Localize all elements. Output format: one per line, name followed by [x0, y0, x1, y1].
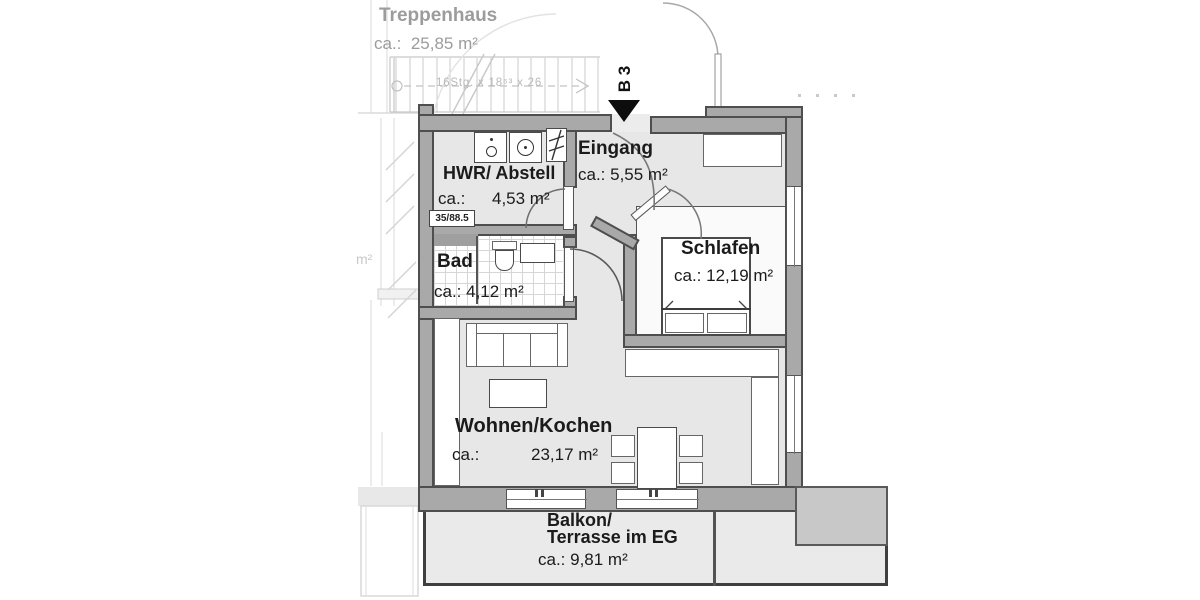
kitchen-counter-left: [434, 318, 460, 486]
unit-marker-label: B 3: [615, 65, 634, 93]
stair-dimension-note: 16Stg. x 18⁶³ x 26: [436, 77, 543, 89]
wall-top-left: [418, 114, 612, 132]
wall-top-right-step: [705, 106, 803, 118]
stair-break-lines: [451, 53, 496, 115]
door-leaf-hwr: [563, 186, 574, 230]
area-value-wohnen: 23,17 m²: [531, 445, 599, 464]
dryer-drum: [517, 139, 534, 156]
wall-bad-bottom: [418, 306, 577, 320]
balcony-divider: [713, 508, 716, 586]
bed-pillow-right: [707, 313, 747, 333]
area-label-bad: ca.: 4,12 m²: [434, 282, 524, 301]
entrance-triangle-marker: [608, 100, 640, 122]
kitchen-counter-top: [625, 349, 779, 377]
stair-arrow: [575, 78, 590, 94]
chair-left-2: [611, 462, 635, 484]
hwr-door-arc: [525, 188, 566, 229]
room-label-schlafen: Schlafen: [681, 238, 761, 259]
room-label-balkon-line1: Balkon/: [547, 510, 613, 530]
shower-partition-band: [434, 234, 478, 246]
dining-table: [637, 427, 677, 489]
area-label-eingang: ca.: 5,55 m²: [578, 165, 668, 184]
neighbor-area-fragment: m²: [356, 251, 373, 267]
coffee-table: [489, 379, 547, 408]
neighbor-wall-block: [795, 486, 888, 546]
toilet-icon: [495, 250, 514, 271]
sink-icon: [520, 243, 555, 263]
bed-footline: [661, 308, 751, 310]
area-label-balkon: ca.: 9,81 m²: [538, 550, 628, 569]
window-bottom-2-tick-b: [655, 489, 658, 497]
wardrobe: [703, 134, 782, 167]
door-size-label: 35/88.5: [429, 210, 475, 227]
neighbor-window-bottom: [360, 505, 419, 597]
window-bottom-1-mullion: [507, 499, 587, 500]
window-bottom-2-tick-a: [649, 489, 652, 497]
stair-start-circle: [391, 80, 403, 92]
washing-machine-drum: [486, 146, 497, 157]
chair-right-1: [679, 435, 703, 457]
neighbor-window-mullions: [365, 506, 414, 596]
window-living-right: [786, 375, 802, 454]
stairwell-faint-arc: [433, 13, 557, 113]
bedroom-door-arc: [667, 188, 703, 240]
toilet-tank: [492, 241, 517, 250]
room-label-eingang: Eingang: [578, 138, 653, 159]
washing-machine-dot: [490, 138, 493, 141]
window-living-bottom-2: [616, 489, 699, 509]
room-label-bad: Bad: [437, 251, 473, 272]
window-bottom-1-tick-b: [541, 489, 544, 497]
window-bedroom: [786, 186, 802, 267]
area-prefix-wohnen: ca.:: [452, 445, 480, 464]
neighbor-floor-strip: [358, 487, 418, 506]
window-living-right-mullion: [794, 376, 795, 454]
area-value-hwr: 4,53 m²: [492, 189, 550, 208]
stairwell-door-arc: [662, 2, 719, 59]
bathroom-door-arc: [569, 248, 623, 302]
chair-right-2: [679, 462, 703, 484]
wall-hwr-bad: [432, 224, 577, 236]
chair-left-1: [611, 435, 635, 457]
dryer-icon: [509, 132, 542, 163]
bed-pillow-left: [665, 313, 704, 333]
room-label-balkon-line2: Terrasse im EG: [547, 527, 678, 547]
window-bedroom-mullion: [794, 187, 795, 267]
neighbor-hatches: [385, 141, 417, 319]
neighbor-wall-lines: [370, 0, 395, 486]
room-label-hwr: HWR/ Abstell: [443, 163, 556, 183]
washing-machine-icon: [474, 132, 507, 163]
room-label-treppenhaus: Treppenhaus: [379, 5, 498, 26]
electrical-panel-glyph: [548, 129, 565, 161]
area-prefix-hwr: ca.:: [438, 189, 466, 208]
window-bottom-2-mullion: [617, 499, 699, 500]
dryer-dot: [524, 146, 527, 149]
stair-rails: [389, 56, 600, 113]
window-living-bottom-1: [506, 489, 587, 509]
door-leaf-bathroom: [564, 247, 574, 302]
area-label-schlafen: ca.: 12,19 m²: [674, 266, 774, 285]
entrance-door-arc: [612, 132, 656, 211]
window-bottom-1-tick-a: [535, 489, 538, 497]
sofa-cushion-3: [530, 333, 558, 367]
room-label-wohnen: Wohnen/Kochen: [455, 415, 613, 437]
shower-partition-line: [476, 236, 478, 304]
wall-bottom: [418, 486, 810, 512]
bed-fold-marks: [664, 300, 748, 310]
kitchen-counter-right: [751, 377, 779, 485]
area-label-treppenhaus: ca.: 25,85 m²: [374, 34, 478, 53]
